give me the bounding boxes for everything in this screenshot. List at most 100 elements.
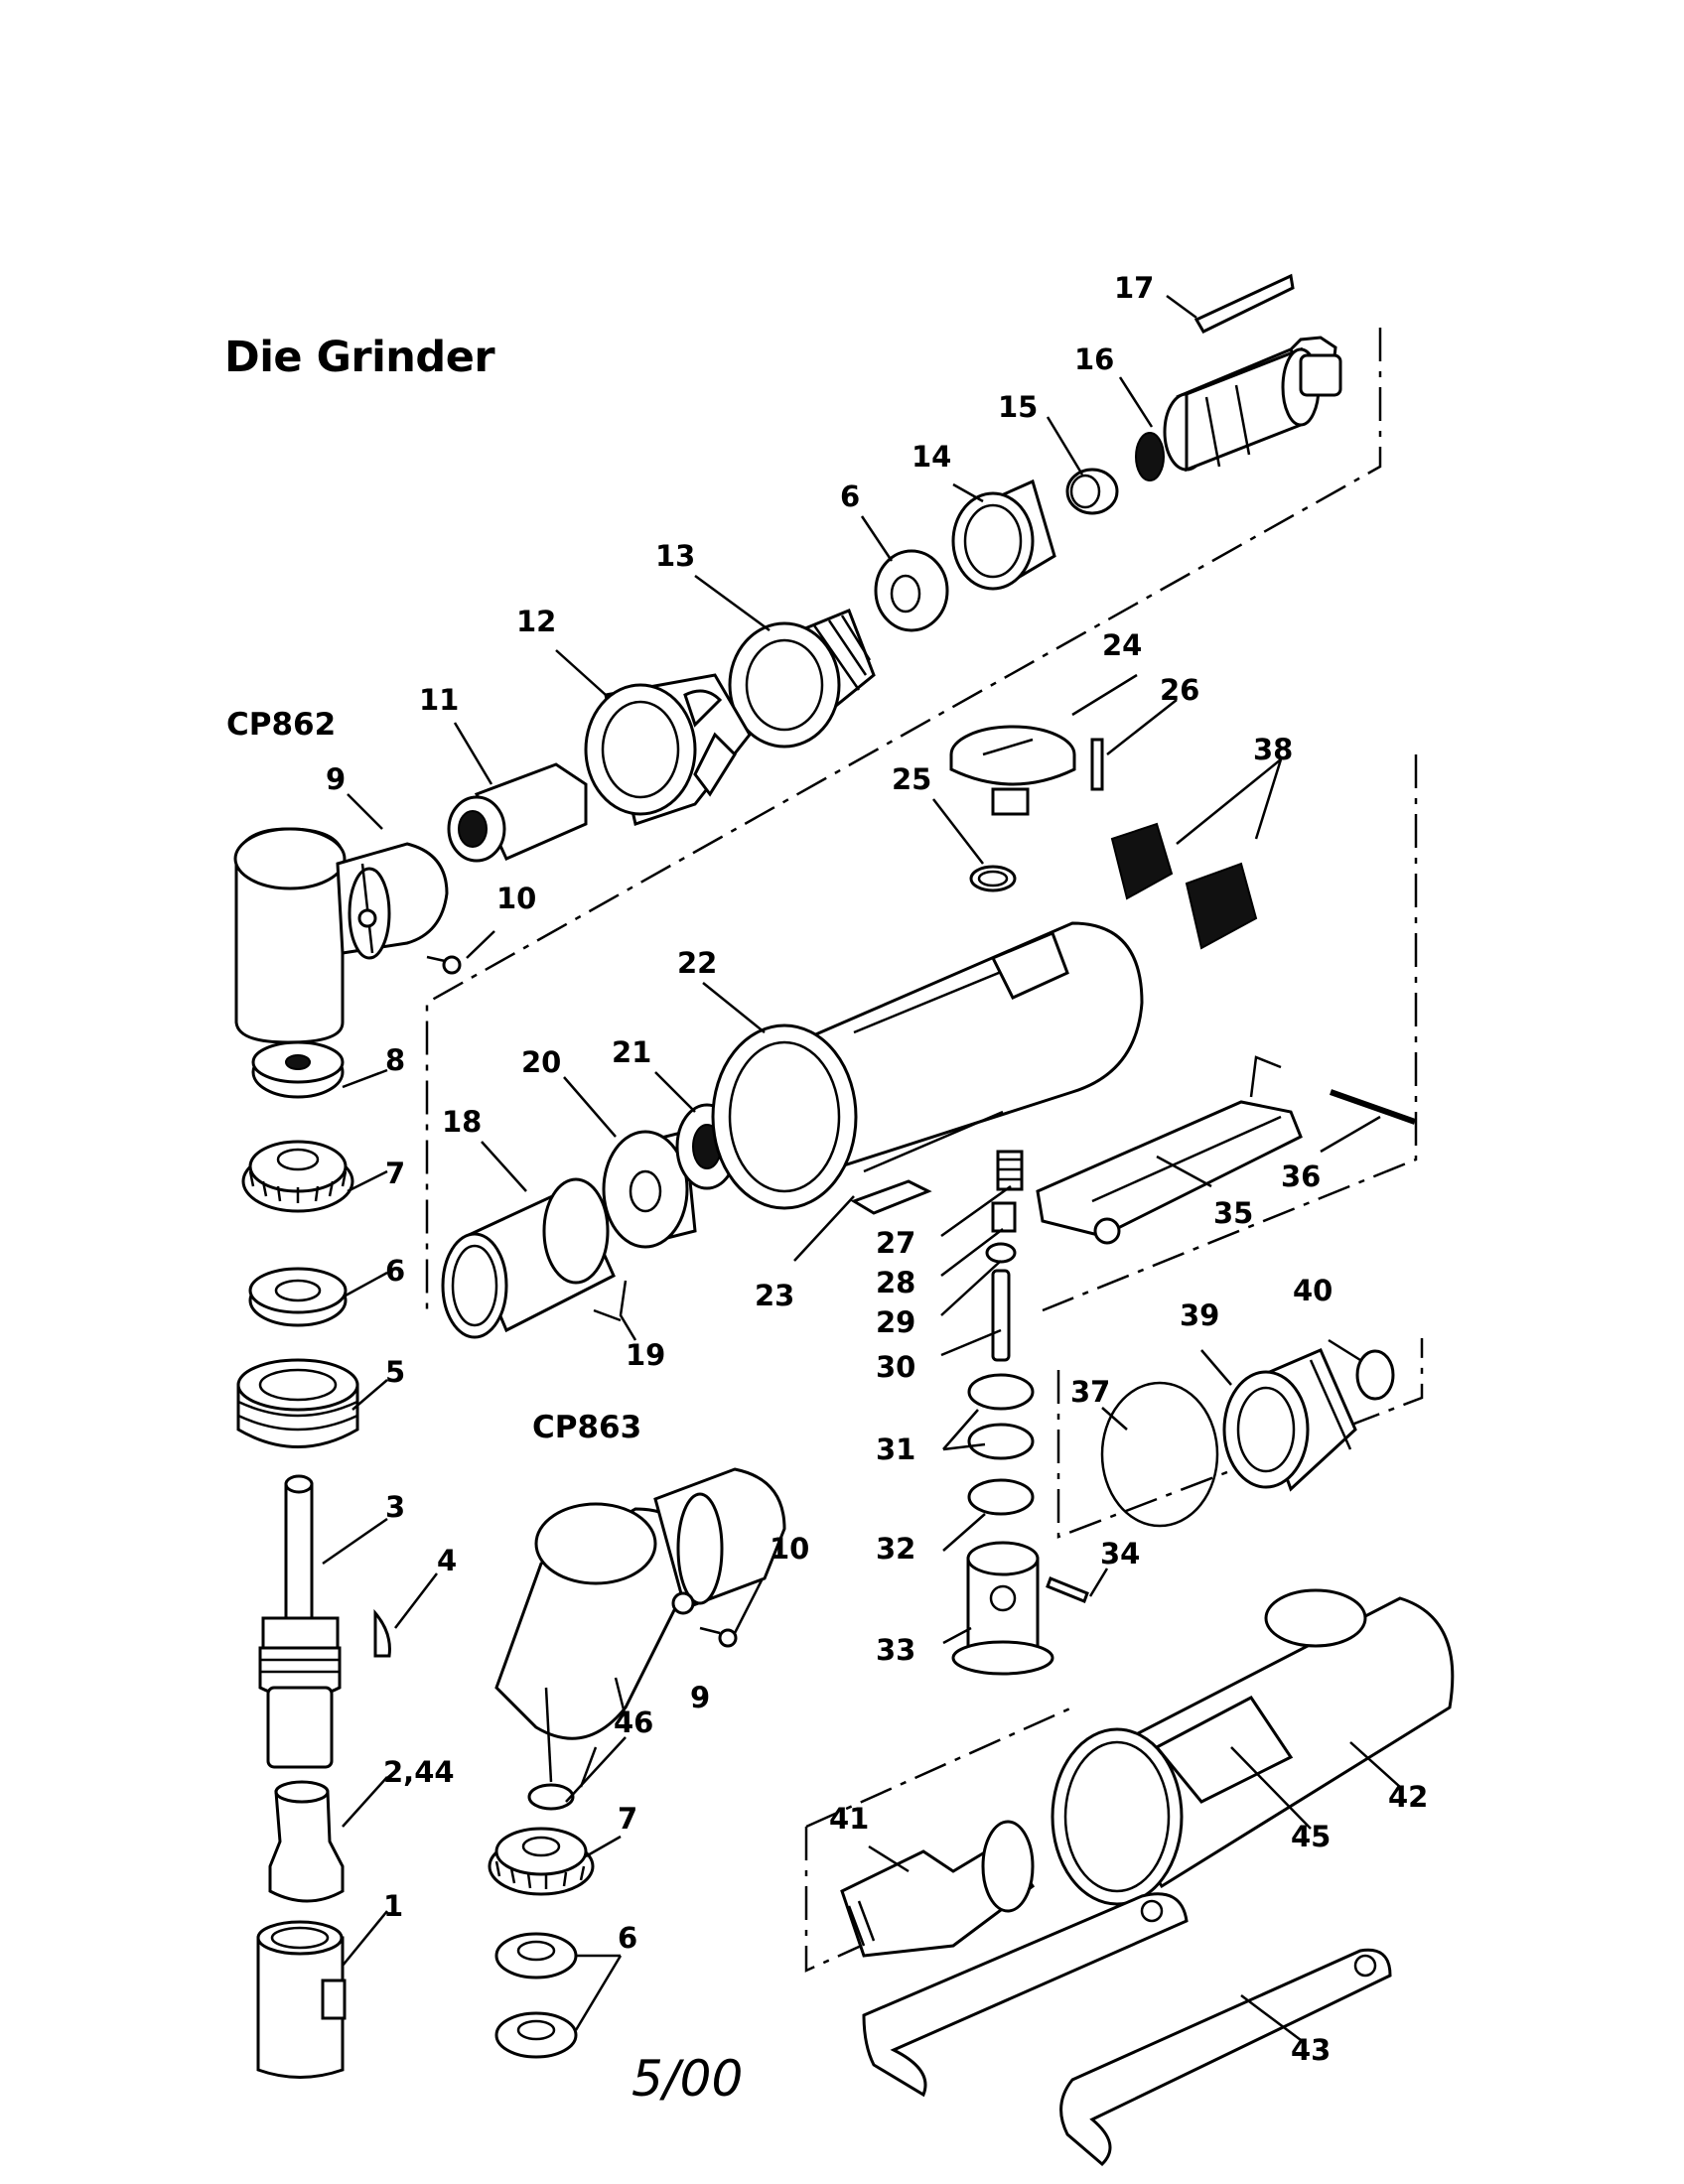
callout-43: 43 (1291, 2033, 1331, 2067)
housing-assembly-boundary (1042, 754, 1418, 1312)
part-22-motor-housing (711, 921, 1144, 1210)
callout-21: 21 (612, 1035, 651, 1069)
callout-3: 3 (385, 1490, 405, 1524)
part-1-collet-nut (256, 1920, 347, 2079)
part-30-pin (991, 1269, 1011, 1362)
callout-14: 14 (912, 440, 951, 474)
callout-1: 1 (383, 1889, 403, 1923)
part-17-rotor-blade (1193, 273, 1295, 334)
callout-7-lower: 7 (618, 1802, 637, 1836)
callout-10-lower: 10 (770, 1532, 809, 1566)
part-45-label (1154, 1696, 1294, 1804)
callout-37: 37 (1070, 1375, 1110, 1409)
part-24-cap (949, 725, 1076, 816)
part-6-bearing-mid (248, 1267, 348, 1327)
callout-45: 45 (1291, 1820, 1331, 1853)
callout-6: 6 (840, 479, 860, 513)
part-28-valve (991, 1201, 1017, 1233)
part-2-44-collet (268, 1780, 345, 1903)
part-14-cylinder (951, 478, 1056, 591)
callout-34: 34 (1100, 1537, 1140, 1570)
callout-11: 11 (419, 683, 459, 717)
part-32-o-ring (967, 1478, 1035, 1516)
callout-42: 42 (1388, 1780, 1428, 1814)
callout-41: 41 (829, 1802, 869, 1836)
callout-46: 46 (614, 1706, 653, 1739)
callout-2-44: 2,44 (383, 1755, 455, 1789)
callout-9-upper: 9 (326, 762, 346, 796)
part-37-o-ring (1100, 1381, 1219, 1528)
callout-40: 40 (1293, 1274, 1333, 1307)
callout-6-mid: 6 (385, 1254, 405, 1288)
callout-18: 18 (442, 1105, 482, 1139)
callout-labels: 17 16 15 14 6 13 12 11 24 24 26 25 38 9 … (326, 271, 1428, 2067)
part-19-pin (593, 1308, 622, 1322)
callout-6-lower: 6 (618, 1921, 637, 1955)
part-11-pinion (447, 762, 588, 863)
part-12-angle-head-housing (584, 673, 752, 826)
callout-16: 16 (1074, 342, 1114, 376)
callout-24-main: 24 (1102, 628, 1142, 662)
callout-13: 13 (655, 539, 695, 573)
callout-35: 35 (1213, 1196, 1253, 1230)
callout-27: 27 (876, 1226, 915, 1260)
spindle-assembly-boundary (804, 1827, 994, 1973)
part-39-exhaust-cap (1222, 1348, 1357, 1492)
callout-19: 19 (626, 1338, 665, 1372)
part-46-ring (527, 1783, 575, 1811)
callout-4: 4 (437, 1544, 457, 1577)
part-9-angle-head-cp863 (494, 1467, 786, 1740)
callout-20: 20 (521, 1045, 561, 1079)
part-34-pin (1046, 1576, 1089, 1603)
callout-5: 5 (385, 1355, 405, 1389)
callout-39: 39 (1180, 1298, 1219, 1332)
model-label-cp862: CP862 (226, 707, 337, 743)
callout-9-lower: 9 (690, 1681, 710, 1714)
part-15-bearing-ring (1065, 468, 1119, 515)
callout-38: 38 (1253, 733, 1293, 766)
callout-8: 8 (385, 1043, 405, 1077)
part-33-valve-body (951, 1541, 1054, 1676)
callout-23: 23 (755, 1279, 794, 1312)
part-43-wrenches (862, 1892, 1392, 2167)
part-16-rotor (1135, 336, 1342, 481)
assembly-boundaries (425, 328, 1424, 1973)
callout-leaders (322, 294, 1401, 2041)
part-10-screw-lower (699, 1626, 738, 1648)
callout-10-upper: 10 (496, 882, 536, 915)
diagram-title: Die Grinder (224, 333, 495, 382)
part-27-spring (996, 1150, 1024, 1191)
callout-25: 25 (892, 762, 931, 796)
part-6-bearing-upper (874, 549, 949, 632)
part-40-o-ring (1355, 1349, 1395, 1401)
part-41-air-inlet (840, 1820, 1036, 1958)
callout-30: 30 (876, 1350, 915, 1384)
part-10-screw-upper (426, 955, 462, 975)
callout-32: 32 (876, 1532, 915, 1566)
part-35-throttle-lever (1036, 1055, 1303, 1245)
revision-date: 5/00 (632, 2050, 744, 2108)
part-4-woodruff-key (373, 1608, 391, 1658)
part-13-threaded-housing (728, 609, 876, 749)
part-23-plate (850, 1179, 932, 1215)
callout-28: 28 (876, 1266, 915, 1299)
part-7-bevel-gear-lower (488, 1827, 595, 1896)
part-5-threaded-ring (236, 1358, 359, 1448)
model-label-cp863: CP863 (532, 1410, 642, 1445)
callout-22: 22 (677, 946, 717, 980)
part-31-o-rings (967, 1373, 1035, 1460)
callout-29: 29 (876, 1305, 915, 1339)
upper-assembly-boundary (425, 328, 1382, 1310)
part-3-spindle (258, 1474, 342, 1769)
callout-33: 33 (876, 1633, 915, 1667)
part-26-pin (1090, 738, 1104, 791)
part-25-o-ring (969, 865, 1017, 892)
spindle-boundary-top (805, 1706, 1073, 1829)
part-7-bevel-gear-upper (241, 1140, 354, 1213)
callout-26: 26 (1160, 673, 1199, 707)
callout-17: 17 (1114, 271, 1154, 305)
part-38-vanes (1110, 822, 1258, 950)
callout-15: 15 (998, 390, 1038, 424)
callout-7-upper: 7 (385, 1157, 405, 1190)
